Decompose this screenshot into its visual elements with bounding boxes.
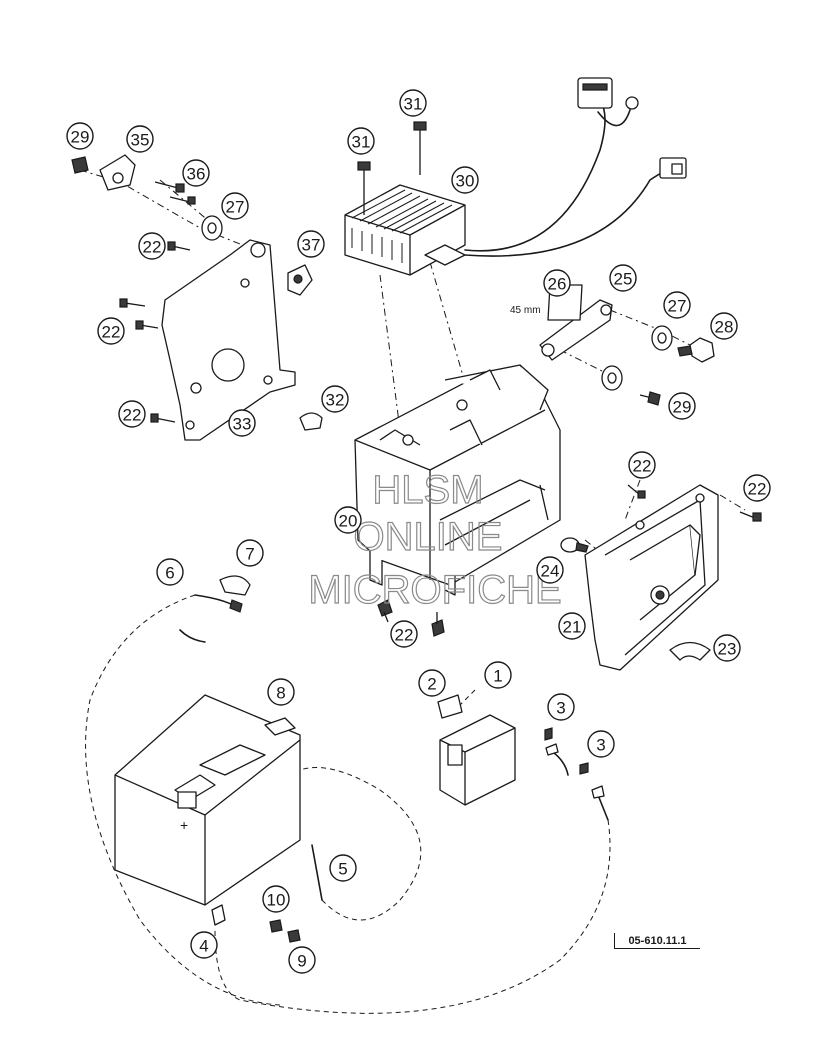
callout-22-screw[interactable]: 22 <box>743 474 771 502</box>
callout-2-relay-cover[interactable]: 2 <box>418 669 446 697</box>
callout-7-terminal-cap[interactable]: 7 <box>236 539 264 567</box>
callout-22-screw[interactable]: 22 <box>118 400 146 428</box>
svg-text:27: 27 <box>226 198 245 217</box>
callout-25-strap[interactable]: 25 <box>609 264 637 292</box>
callout-29-screw[interactable]: 29 <box>668 392 696 420</box>
svg-text:10: 10 <box>267 891 286 910</box>
callout-8-battery[interactable]: 8 <box>267 678 295 706</box>
svg-text:22: 22 <box>102 323 121 342</box>
svg-text:28: 28 <box>715 318 734 337</box>
callout-28-nut[interactable]: 28 <box>710 312 738 340</box>
battery: + <box>114 694 301 906</box>
svg-text:3: 3 <box>596 736 605 755</box>
watermark-line-3: MICROFICHE <box>308 568 561 612</box>
svg-text:36: 36 <box>187 165 206 184</box>
svg-text:21: 21 <box>563 618 582 637</box>
svg-text:22: 22 <box>633 457 652 476</box>
battery-cables <box>85 575 611 1014</box>
svg-text:35: 35 <box>131 131 150 150</box>
svg-text:8: 8 <box>276 684 285 703</box>
svg-text:20: 20 <box>339 512 358 531</box>
svg-text:9: 9 <box>297 952 306 971</box>
callout-27-grommet[interactable]: 27 <box>221 192 249 220</box>
svg-text:31: 31 <box>352 133 371 152</box>
callout-35-bracket[interactable]: 35 <box>126 125 154 153</box>
callout-27-grommet[interactable]: 27 <box>663 291 691 319</box>
svg-text:32: 32 <box>326 391 345 410</box>
callout-31-screw[interactable]: 31 <box>399 89 427 117</box>
svg-text:31: 31 <box>404 95 423 114</box>
svg-text:6: 6 <box>165 564 174 583</box>
callout-24-rubber[interactable]: 24 <box>536 556 564 584</box>
svg-text:30: 30 <box>456 172 475 191</box>
callout-3-cable[interactable]: 3 <box>547 693 575 721</box>
callout-32-clip[interactable]: 32 <box>321 385 349 413</box>
callout-31-screw[interactable]: 31 <box>347 127 375 155</box>
watermark: HLSM ONLINE MICROFICHE <box>308 467 563 612</box>
watermark-line-1: HLSM <box>372 468 483 512</box>
callout-36-bolt[interactable]: 36 <box>182 159 210 187</box>
right-bracket <box>560 484 762 671</box>
svg-text:24: 24 <box>541 562 560 581</box>
svg-text:22: 22 <box>748 480 767 499</box>
callout-37-grommet[interactable]: 37 <box>297 230 325 258</box>
callout-22-screw[interactable]: 22 <box>390 620 418 648</box>
battery-plus-mark: + <box>180 817 188 833</box>
callout-22-screw[interactable]: 22 <box>97 317 125 345</box>
svg-text:26: 26 <box>548 275 567 294</box>
drawing-code: 05-610.11.1 <box>614 933 700 949</box>
callout-5-cable[interactable]: 5 <box>329 854 357 882</box>
svg-text:4: 4 <box>199 937 208 956</box>
svg-text:27: 27 <box>668 297 687 316</box>
callout-20-battery-box[interactable]: 20 <box>334 506 362 534</box>
starter-relay <box>437 694 516 806</box>
callout-9-screw[interactable]: 9 <box>288 946 316 974</box>
svg-text:29: 29 <box>673 398 692 417</box>
callout-3-cable[interactable]: 3 <box>587 730 615 758</box>
callout-29-screw[interactable]: 29 <box>66 122 94 150</box>
svg-text:22: 22 <box>395 626 414 645</box>
callout-10-nut[interactable]: 10 <box>262 885 290 913</box>
svg-text:22: 22 <box>123 406 142 425</box>
svg-text:23: 23 <box>718 640 737 659</box>
svg-text:25: 25 <box>614 270 633 289</box>
mounting-plate <box>71 154 323 441</box>
callout-30-regulator[interactable]: 30 <box>451 166 479 194</box>
svg-text:22: 22 <box>143 238 162 257</box>
callout-4-cable[interactable]: 4 <box>190 931 218 959</box>
watermark-line-2: ONLINE <box>354 515 503 559</box>
svg-text:33: 33 <box>233 415 252 434</box>
battery-box <box>354 364 561 637</box>
callout-22-screw[interactable]: 22 <box>138 232 166 260</box>
svg-text:3: 3 <box>556 699 565 718</box>
callout-26-strap-pad[interactable]: 26 <box>543 269 571 297</box>
svg-text:37: 37 <box>302 236 321 255</box>
regulator-harness <box>464 77 687 257</box>
svg-text:1: 1 <box>493 667 502 686</box>
svg-text:29: 29 <box>71 128 90 147</box>
svg-text:2: 2 <box>427 675 436 694</box>
svg-text:5: 5 <box>338 860 347 879</box>
callout-23-clip[interactable]: 23 <box>713 634 741 662</box>
callout-33-mounting-plate[interactable]: 33 <box>228 409 256 437</box>
dimension-note: 45 mm <box>510 305 541 316</box>
voltage-regulator <box>344 121 466 276</box>
callouts: 29 35 36 27 22 37 22 22 33 31 31 30 26 2… <box>66 89 771 974</box>
callout-1-starter-relay[interactable]: 1 <box>484 661 512 689</box>
callout-22-screw[interactable]: 22 <box>628 451 656 479</box>
svg-text:7: 7 <box>245 545 254 564</box>
callout-6-cable[interactable]: 6 <box>156 558 184 586</box>
callout-21-bracket[interactable]: 21 <box>558 612 586 640</box>
